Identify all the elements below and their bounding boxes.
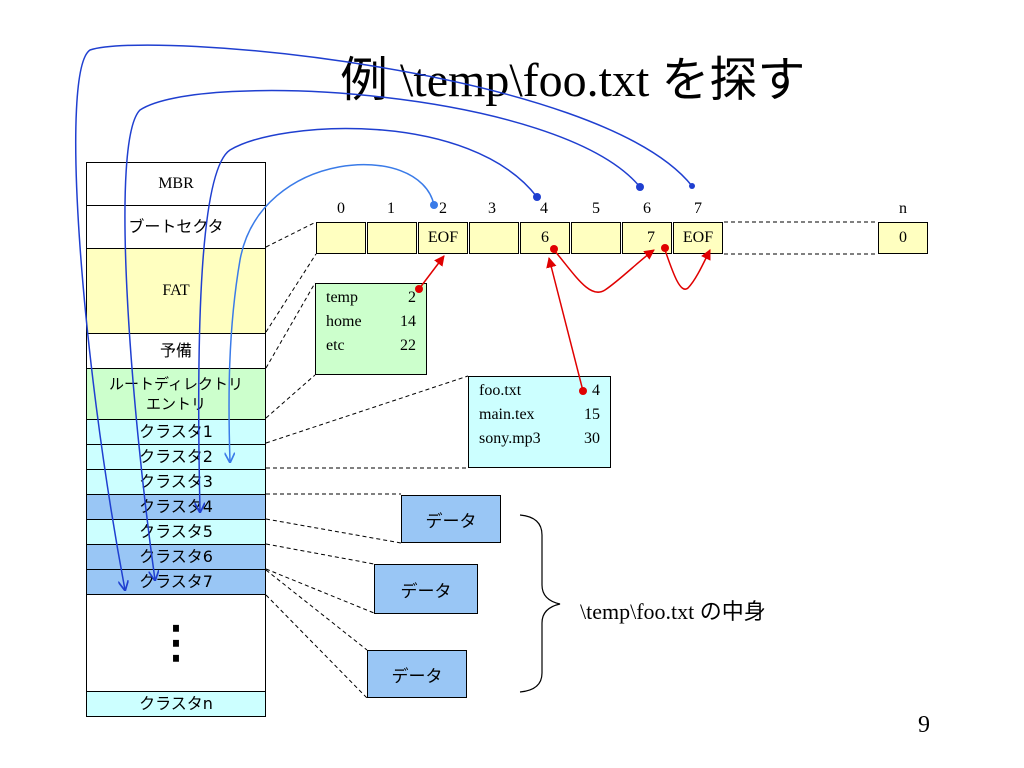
fat-cell-2: EOF	[418, 222, 468, 254]
root-dir-row: etc 22	[326, 334, 416, 358]
cluster-5-block: クラスタ5	[86, 519, 266, 545]
entry-name: main.tex	[479, 406, 535, 423]
entry-cluster: 22	[400, 337, 416, 354]
red-arrow-dots	[415, 244, 669, 395]
fat-block: FAT	[86, 248, 266, 334]
mbr-label: MBR	[158, 175, 194, 192]
fat-index-4: 4	[540, 200, 548, 217]
temp-dir-row: foo.txt 4	[479, 379, 600, 403]
fat-index-0: 0	[337, 200, 345, 217]
file-contents-label: \temp\foo.txt の中身	[580, 594, 766, 626]
title-suffix: を探す	[661, 52, 806, 108]
cluster-2-block: クラスタ2	[86, 444, 266, 470]
fat-index-7: 7	[694, 200, 702, 217]
cluster-3-block: クラスタ3	[86, 469, 266, 495]
root-dir-label-2: エントリ	[145, 395, 206, 413]
data-block-3: データ	[367, 650, 467, 698]
cluster-5-label: クラスタ5	[139, 522, 213, 541]
entry-cluster: 15	[584, 406, 600, 423]
entry-name: foo.txt	[479, 382, 522, 399]
arrow-foo-to-fat4	[546, 256, 584, 392]
entry-cluster: 4	[592, 382, 600, 399]
slide-title: 例 \temp\foo.txt を探す	[340, 40, 805, 110]
fat-index-2: 2	[439, 200, 447, 217]
arrow-fat4-to-fat6	[553, 249, 655, 293]
fat-index-3: 3	[488, 200, 496, 217]
cluster-7-block: クラスタ7	[86, 569, 266, 595]
entry-name: temp	[326, 289, 358, 306]
temp-dir-row: sony.mp3 30	[479, 427, 600, 451]
fat-cell-3	[469, 222, 519, 254]
root-dir-row: temp 2	[326, 286, 416, 310]
data-block-1: データ	[401, 495, 501, 543]
fat-index-6: 6	[643, 200, 651, 217]
fat-cell-6: 7	[622, 222, 672, 254]
cluster-7-label: クラスタ7	[139, 572, 213, 591]
cluster-6-block: クラスタ6	[86, 544, 266, 570]
fat-table-extension	[724, 221, 878, 255]
data-block-2: データ	[374, 564, 478, 614]
contents-suffix: の中身	[699, 600, 766, 625]
fat-cell-5	[571, 222, 621, 254]
entry-name: home	[326, 313, 362, 330]
ellipsis-block: ⋮	[86, 594, 266, 692]
root-dir-block: ルートディレクトリ エントリ	[86, 368, 266, 420]
title-path: \temp\foo.txt	[388, 54, 662, 107]
cluster-n-block: クラスタn	[86, 691, 266, 717]
root-dir-row: home 14	[326, 310, 416, 334]
cluster-3-label: クラスタ3	[139, 472, 213, 491]
boot-sector-block: ブートセクタ	[86, 205, 266, 249]
fat-cell-n: 0	[878, 222, 928, 254]
mbr-block: MBR	[86, 162, 266, 206]
temp-dir-row: main.tex 15	[479, 403, 600, 427]
cluster-1-label: クラスタ1	[139, 422, 213, 441]
page-number: 9	[918, 712, 930, 738]
entry-name: sony.mp3	[479, 430, 541, 447]
title-prefix: 例	[340, 52, 389, 108]
contents-path: \temp\foo.txt	[580, 599, 700, 624]
fat-label: FAT	[162, 282, 190, 299]
arrow-fat6-to-fat7	[664, 249, 711, 290]
cluster-n-label: クラスタn	[139, 694, 213, 713]
fat-index-1: 1	[387, 200, 395, 217]
cluster-4-block: クラスタ4	[86, 494, 266, 520]
brace-icon	[519, 514, 561, 693]
ellipsis-icon: ⋮	[154, 618, 198, 667]
entry-cluster: 30	[584, 430, 600, 447]
fat-cell-1	[367, 222, 417, 254]
fat-index-5: 5	[592, 200, 600, 217]
reserved-label: 予備	[159, 341, 192, 360]
fat-cell-7: EOF	[673, 222, 723, 254]
entry-name: etc	[326, 337, 345, 354]
cluster-4-label: クラスタ4	[139, 497, 213, 516]
fat-index-n: n	[899, 200, 907, 217]
root-dir-label-1: ルートディレクトリ	[109, 375, 243, 393]
temp-dir-entries: foo.txt 4 main.tex 15 sony.mp3 30	[468, 376, 611, 468]
fat-cell-0	[316, 222, 366, 254]
reserved-block: 予備	[86, 333, 266, 369]
cluster-2-label: クラスタ2	[139, 447, 213, 466]
cluster-6-label: クラスタ6	[139, 547, 213, 566]
boot-sector-label: ブートセクタ	[128, 217, 224, 236]
entry-cluster: 2	[408, 289, 416, 306]
entry-cluster: 14	[400, 313, 416, 330]
fat-chain-arrows	[418, 249, 711, 392]
fat-cell-4: 6	[520, 222, 570, 254]
cluster-1-block: クラスタ1	[86, 419, 266, 445]
root-dir-entries: temp 2 home 14 etc 22	[315, 283, 427, 375]
